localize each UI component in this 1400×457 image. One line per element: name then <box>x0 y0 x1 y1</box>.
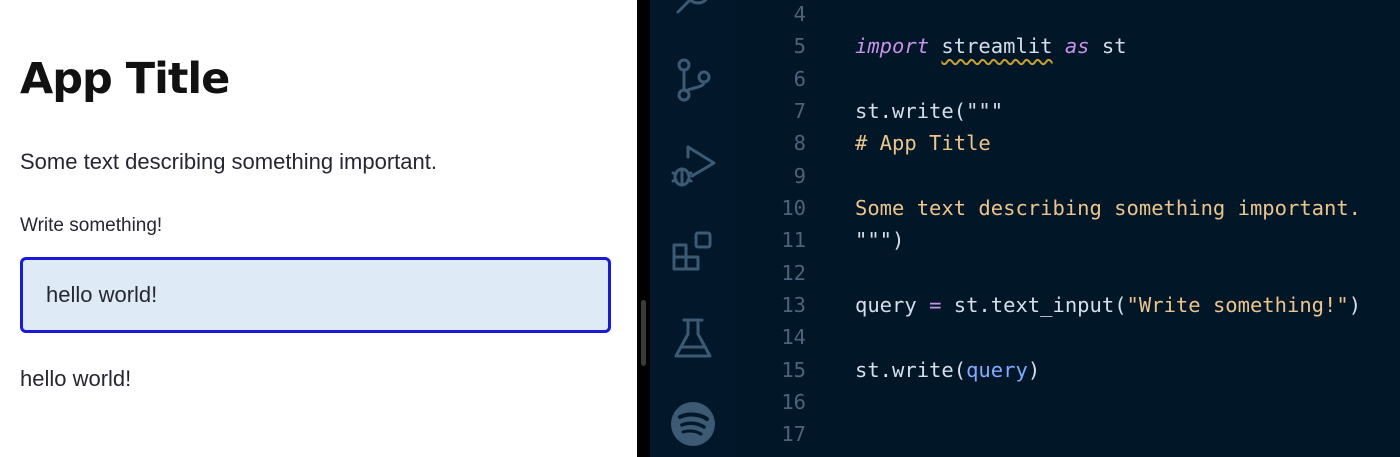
code-line[interactable]: 8 # App Title <box>736 127 1400 159</box>
extensions-icon[interactable] <box>670 230 716 276</box>
code-text: st.write(""" <box>855 95 1003 127</box>
code-token <box>929 34 941 58</box>
line-number: 13 <box>781 292 806 317</box>
activity-bar <box>650 0 736 457</box>
line-number: 8 <box>793 131 806 156</box>
code-token: Some text describing something important… <box>855 195 1362 220</box>
code-token: st.write(""" <box>855 98 1004 123</box>
spotify-icon[interactable] <box>670 401 716 447</box>
code-token <box>1053 34 1065 58</box>
source-control-icon[interactable] <box>670 57 716 103</box>
code-token: as <box>1064 34 1090 59</box>
code-line[interactable]: 7 st.write(""" <box>736 95 1400 127</box>
line-number: 4 <box>793 2 806 26</box>
pane-splitter[interactable] <box>637 0 650 457</box>
code-line[interactable]: 17 <box>736 418 1400 450</box>
code-token: import <box>855 34 930 59</box>
code-line[interactable]: 9 <box>736 160 1400 192</box>
line-number: 10 <box>781 195 806 220</box>
code-editor[interactable]: 4 5 import streamlit as st 6 7 st.write(""" 8 #… <box>736 0 1400 457</box>
line-number: 9 <box>793 163 806 188</box>
line-number: 14 <box>781 325 806 350</box>
line-number: 12 <box>781 260 806 285</box>
code-text: """) <box>855 224 904 256</box>
code-token: query <box>966 357 1028 382</box>
line-number: 17 <box>781 422 806 447</box>
code-text: import streamlit as st <box>855 30 1127 62</box>
line-number: 7 <box>793 98 806 123</box>
splitter-handle[interactable] <box>641 300 646 366</box>
code-token: ) <box>1027 357 1041 382</box>
output-text: hello world! <box>20 366 132 391</box>
line-number: 15 <box>781 357 806 382</box>
code-token: "Write something!" <box>1126 292 1349 317</box>
code-token <box>917 293 929 317</box>
search-icon[interactable] <box>670 0 716 24</box>
line-number: 5 <box>793 34 806 59</box>
code-token: st <box>1089 34 1127 59</box>
code-token: query <box>855 292 917 317</box>
code-token: st.write( <box>855 357 967 382</box>
code-line[interactable]: 11 """) <box>736 224 1400 256</box>
line-number: 6 <box>793 66 806 91</box>
code-token: = <box>929 292 942 317</box>
text-input-label: Write something! <box>20 215 163 236</box>
line-number: 16 <box>781 389 806 414</box>
page-title: App Title <box>20 54 230 104</box>
code-line[interactable]: 15 st.write(query) <box>736 354 1400 386</box>
code-text: query = st.text_input("Write something!"… <box>855 289 1361 321</box>
run-debug-icon[interactable] <box>670 143 716 189</box>
line-number: 11 <box>781 228 806 253</box>
code-line[interactable]: 10 Some text describing something importa… <box>736 192 1400 224</box>
code-line[interactable]: 16 <box>736 386 1400 418</box>
code-token: st.text_input( <box>941 292 1127 317</box>
code-line[interactable]: 13 query = st.text_input("Write something… <box>736 289 1400 321</box>
code-line[interactable]: 6 <box>736 63 1400 95</box>
code-line[interactable]: 14 <box>736 321 1400 353</box>
code-token: """) <box>855 228 905 253</box>
code-token: ) <box>1348 292 1362 317</box>
testing-icon[interactable] <box>670 316 716 362</box>
code-line[interactable]: 5 import streamlit as st <box>736 30 1400 62</box>
code-text: Some text describing something important… <box>855 192 1361 224</box>
app-description: Some text describing something important… <box>20 149 437 174</box>
app-preview: App Title Some text describing something… <box>0 0 637 457</box>
code-token: streamlit <box>941 34 1053 59</box>
text-input[interactable] <box>20 257 611 333</box>
code-line[interactable]: 4 <box>736 0 1400 30</box>
code-token: # App Title <box>855 131 991 156</box>
code-text: st.write(query) <box>855 354 1040 386</box>
code-text: # App Title <box>855 127 991 159</box>
code-line[interactable]: 12 <box>736 257 1400 289</box>
